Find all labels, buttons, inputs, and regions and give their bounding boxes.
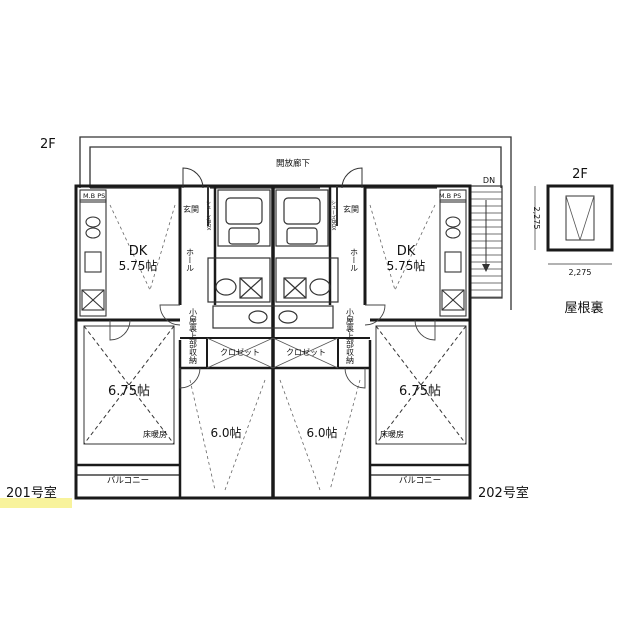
right-hall-label: ホール: [350, 248, 359, 272]
right-kitchen: [439, 189, 467, 317]
western-rooms: [83, 325, 467, 445]
right-meter-box: M.B PS: [439, 192, 461, 200]
left-hall-label: ホール: [186, 248, 195, 272]
left-entrance-label: 玄関: [183, 204, 199, 214]
floor-label: 2F: [40, 137, 56, 152]
attic-floor-label: 2F: [572, 167, 588, 182]
attic-width-dim: 2,275: [569, 268, 592, 277]
left-dk-label: DK: [129, 244, 148, 259]
left-kitchen: [79, 189, 107, 317]
right-attic-storage-label: 小屋裏上部収納: [346, 308, 355, 365]
unit-202-label: 202号室: [478, 485, 529, 501]
attic-label: 屋根裏: [564, 301, 603, 316]
right-bedroom-size: 6.0帖: [306, 425, 337, 440]
left-bedroom-size: 6.0帖: [210, 425, 241, 440]
left-balcony-label: バルコニー: [107, 476, 149, 486]
right-entrance-label: 玄関: [343, 204, 359, 214]
right-western-room-size: 6.75帖: [399, 384, 441, 399]
left-dk-size: 5.75帖: [119, 258, 158, 273]
right-balcony-label: バルコニー: [399, 476, 441, 486]
right-shoes-box-label: シューズBOX: [330, 200, 336, 231]
attic-inset: [534, 184, 614, 265]
unit-201-label: 201号室: [6, 485, 57, 501]
left-closet-label: クロゼット: [220, 347, 260, 357]
corridor-label: 開放廊下: [276, 158, 311, 169]
left-meter-box: M.B PS: [83, 192, 105, 200]
building-walls: [74, 184, 472, 500]
right-dk-label: DK: [397, 244, 416, 259]
staircase: [469, 185, 503, 299]
closets: [206, 337, 339, 369]
attic-height-dim: 2,275: [532, 207, 541, 230]
left-floor-heating-label: 床暖房: [143, 429, 167, 439]
right-dk-size: 5.75帖: [387, 258, 426, 273]
left-attic-storage-label: 小屋裏上部収納: [189, 308, 198, 365]
stair-label: DN: [483, 176, 495, 185]
entrance-doors: [182, 167, 363, 226]
right-floor-heating-label: 床暖房: [380, 429, 404, 439]
ceiling-lines: [109, 204, 436, 491]
left-western-room-size: 6.75帖: [108, 384, 150, 399]
wet-area: [207, 189, 339, 329]
room-doors: [109, 304, 436, 389]
open-corridor: [79, 136, 512, 310]
left-shoes-box-label: シューズBOX: [205, 200, 211, 231]
unit-number-highlight: [0, 498, 72, 508]
right-closet-label: クロゼット: [286, 347, 326, 357]
